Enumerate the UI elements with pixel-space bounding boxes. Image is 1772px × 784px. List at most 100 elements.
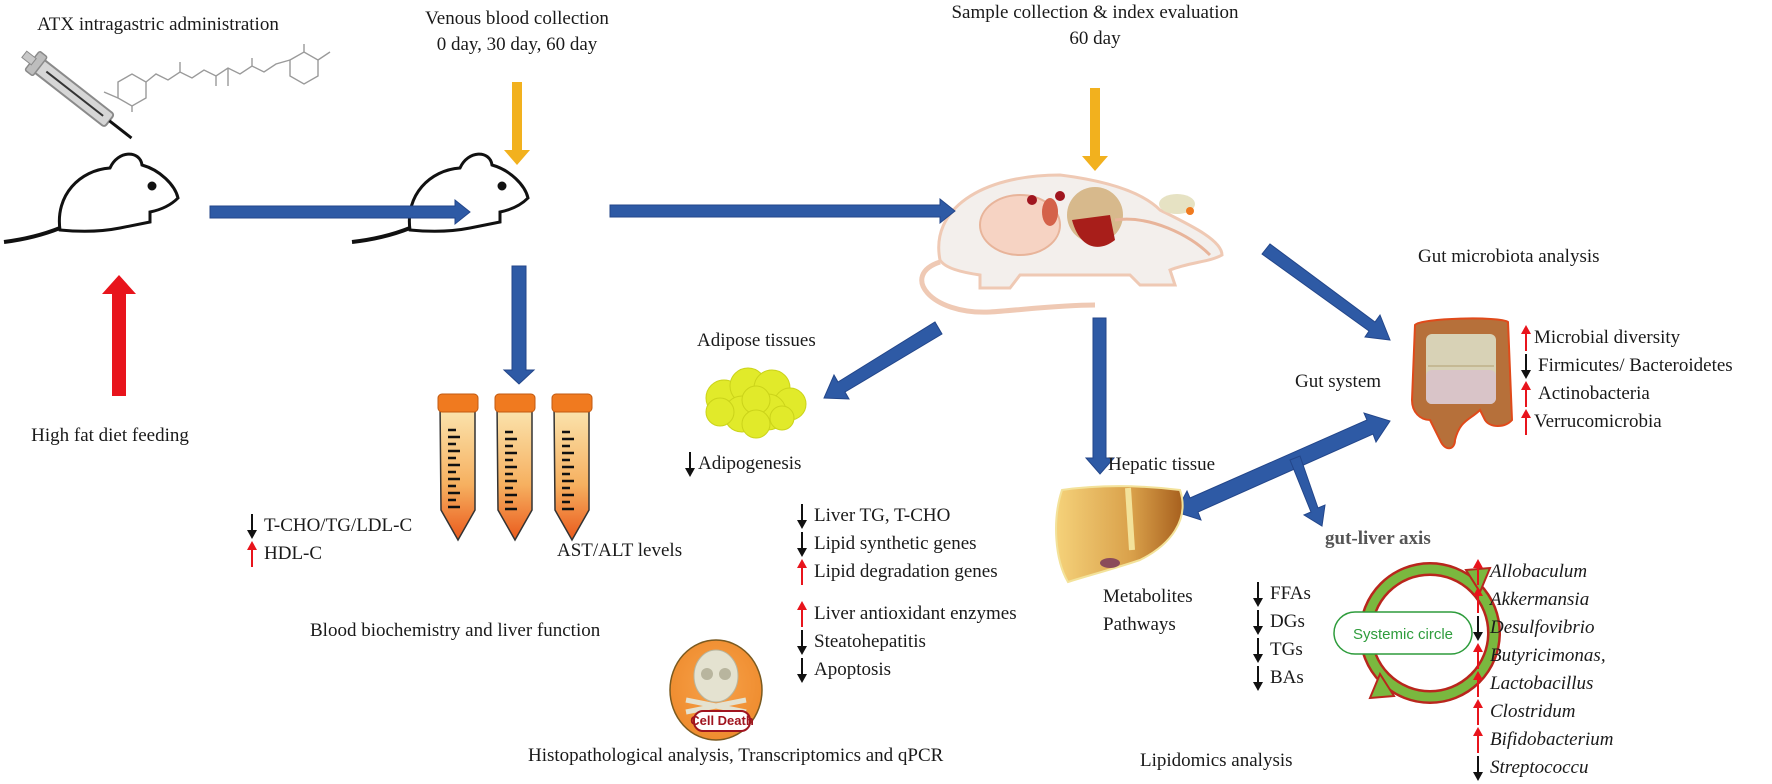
liver-result-item: Liver TG, T-CHO <box>794 502 998 530</box>
arrow-to-tubes <box>502 265 536 385</box>
adipose-tissue-illustration <box>705 367 807 439</box>
step-sample-title: Sample collection & index evaluation <box>951 2 1239 23</box>
liver-pathology-results-list: Liver antioxidant enzymes Steatohepatiti… <box>794 600 1017 684</box>
up-arrow-icon <box>1470 642 1486 670</box>
gut-microbiota-results-list: Microbial diversity Firmicutes/ Bacteroi… <box>1518 324 1733 436</box>
liver-result-item: Apoptosis <box>794 656 1017 684</box>
liver-illustration <box>1055 485 1184 584</box>
arrow-to-hepatic <box>1084 317 1116 475</box>
down-arrow-icon <box>1518 352 1534 380</box>
blood-caption: Blood biochemistry and liver function <box>310 620 601 641</box>
gut-result-item: Verrucomicrobia <box>1518 408 1733 436</box>
rat-anatomy-illustration <box>919 173 1224 315</box>
ast-alt-label: AST/ALT levels <box>557 540 683 561</box>
lipid-result-item: FFAs <box>1250 580 1311 608</box>
histo-caption: Histopathological analysis, Transcriptom… <box>528 745 944 766</box>
pathways-label: Pathways <box>1103 614 1176 635</box>
down-arrow-icon <box>794 502 810 530</box>
genus-item: Bifidobacterium <box>1470 726 1613 754</box>
mouse-icon-start <box>3 152 180 244</box>
systemic-circle-label: Systemic circle <box>1352 626 1454 643</box>
genus-item: Butyricimonas, <box>1470 642 1613 670</box>
up-arrow-icon <box>1470 726 1486 754</box>
up-arrow-icon <box>1470 698 1486 726</box>
liver-result-item: Steatohepatitis <box>794 628 1017 656</box>
cell-death-icon <box>669 639 763 741</box>
genera-results-list: Allobaculum Akkermansia Desulfovibrio Bu… <box>1470 558 1613 782</box>
down-arrow-icon <box>1470 754 1486 782</box>
liver-result-item: Lipid synthetic genes <box>794 530 998 558</box>
tube-2 <box>494 393 536 542</box>
gut-result-item: Firmicutes/ Bacteroidetes <box>1518 352 1733 380</box>
gut-result-item: Microbial diversity <box>1518 324 1733 352</box>
down-arrow-icon <box>1470 614 1486 642</box>
mouse-icon-treated <box>351 152 530 244</box>
systemic-circle-icon <box>1333 562 1501 704</box>
gut-system-label: Gut system <box>1295 371 1382 392</box>
up-arrow-icon <box>1518 380 1534 408</box>
up-arrow-icon <box>1518 408 1534 436</box>
arrow-mouse-to-rat <box>609 197 956 225</box>
step-sample-day: 60 day <box>1069 28 1121 49</box>
down-arrow-icon <box>1250 664 1266 692</box>
step-atx-label: ATX intragastric administration <box>37 14 279 35</box>
lipidomics-results-list: FFAs DGs TGs BAs <box>1250 580 1311 692</box>
adipose-title: Adipose tissues <box>697 330 816 351</box>
down-arrow-icon <box>1250 608 1266 636</box>
astaxanthin-molecule <box>103 44 331 112</box>
lipid-result-item: BAs <box>1250 664 1311 692</box>
down-arrow-icon <box>682 450 698 478</box>
genus-item: Streptococcu <box>1470 754 1613 782</box>
down-arrow-icon <box>794 530 810 558</box>
down-arrow-icon <box>794 656 810 684</box>
step-venous-title: Venous blood collection <box>425 8 609 29</box>
down-arrow-icon <box>244 512 260 540</box>
genus-item: Lactobacillus <box>1470 670 1613 698</box>
arrow-to-gut <box>1261 243 1391 341</box>
blood-tubes <box>437 393 593 542</box>
step-venous-days: 0 day, 30 day, 60 day <box>436 34 598 55</box>
tube-1 <box>437 393 479 542</box>
intestine-illustration <box>1410 317 1514 450</box>
lipidomics-caption: Lipidomics analysis <box>1140 750 1293 771</box>
cell-death-label: Cell Death <box>690 713 754 728</box>
hfd-arrow <box>102 275 136 396</box>
adipose-result-item: Adipogenesis <box>682 450 801 478</box>
up-arrow-icon <box>1470 558 1486 586</box>
liver-result-item: Lipid degradation genes <box>794 558 998 586</box>
gut-title: Gut microbiota analysis <box>1418 246 1600 267</box>
arrow-to-adipose <box>823 321 943 400</box>
up-arrow-icon <box>794 558 810 586</box>
blood-results-list: T-CHO/TG/LDL-C HDL-C <box>244 512 412 568</box>
lipid-result-item: DGs <box>1250 608 1311 636</box>
metabolites-label: Metabolites <box>1103 586 1193 607</box>
gut-result-item: Actinobacteria <box>1518 380 1733 408</box>
step-hfd-label: High fat diet feeding <box>31 425 189 446</box>
up-arrow-icon <box>1518 324 1534 352</box>
blood-result-item: HDL-C <box>244 540 412 568</box>
arrow-mouse-to-mouse <box>209 198 471 226</box>
up-arrow-icon <box>1470 586 1486 614</box>
genus-item: Akkermansia <box>1470 586 1613 614</box>
genus-item: Allobaculum <box>1470 558 1613 586</box>
flow-arrows <box>209 197 1391 527</box>
syringe-icon <box>21 50 133 140</box>
liver-gene-results-list: Liver TG, T-CHO Lipid synthetic genes Li… <box>794 502 998 586</box>
blood-result-item: T-CHO/TG/LDL-C <box>244 512 412 540</box>
up-arrow-icon <box>794 600 810 628</box>
down-arrow-icon <box>1250 580 1266 608</box>
down-arrow-icon <box>794 628 810 656</box>
gut-liver-axis-title: gut-liver axis <box>1325 528 1431 549</box>
up-arrow-icon <box>1470 670 1486 698</box>
adipose-results-list: Adipogenesis <box>682 450 801 478</box>
down-arrow-icon <box>1250 636 1266 664</box>
arrow-to-axis-branch <box>1289 455 1326 527</box>
genus-item: Desulfovibrio <box>1470 614 1613 642</box>
timing-arrows <box>504 82 1108 171</box>
lipid-result-item: TGs <box>1250 636 1311 664</box>
hepatic-title: Hepatic tissue <box>1108 454 1216 475</box>
genus-item: Clostridum <box>1470 698 1613 726</box>
liver-result-item: Liver antioxidant enzymes <box>794 600 1017 628</box>
up-arrow-icon <box>244 540 260 568</box>
